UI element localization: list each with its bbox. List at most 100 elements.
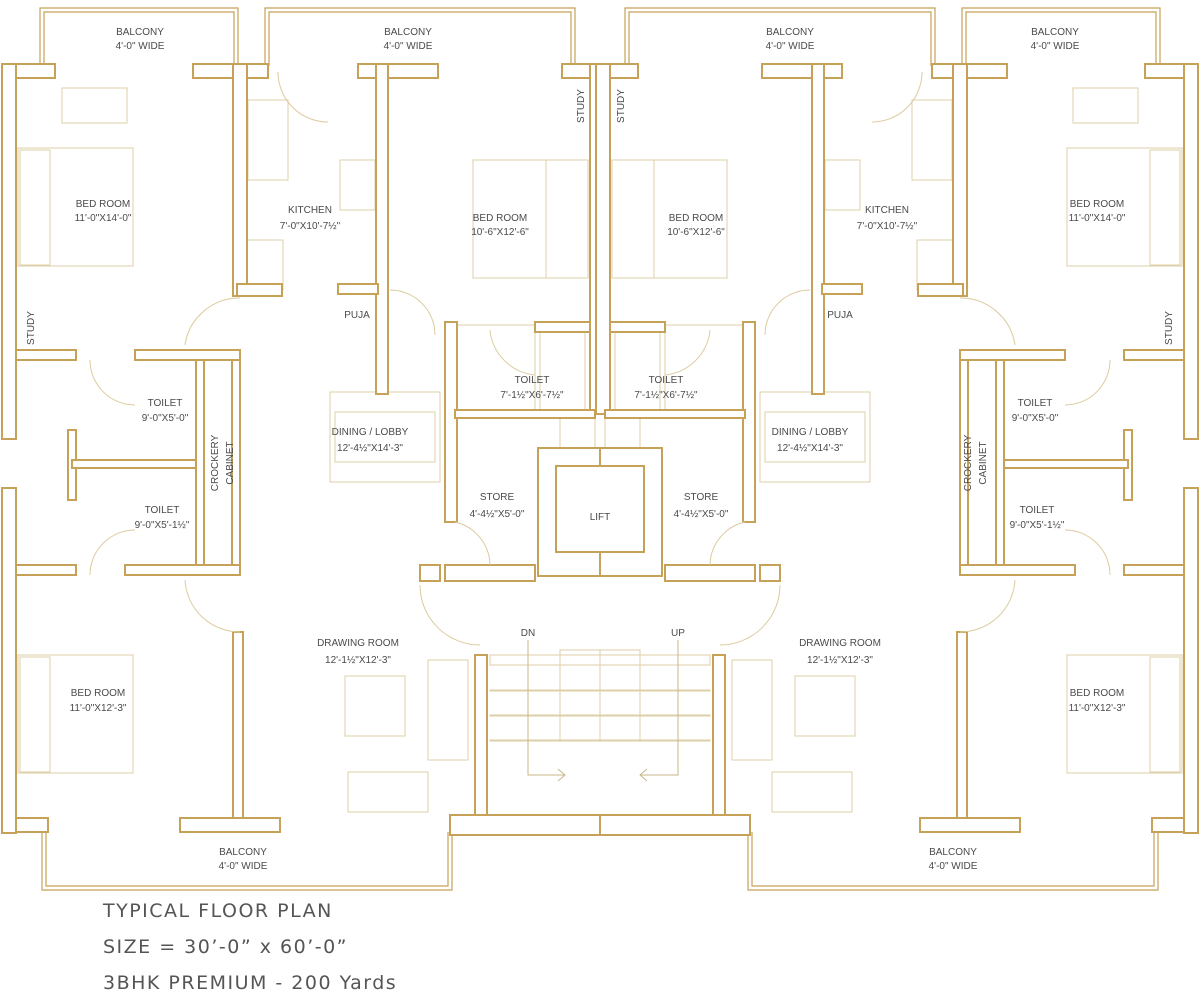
door-swing xyxy=(709,521,746,566)
furniture-item xyxy=(334,411,436,463)
door-swing xyxy=(184,297,241,346)
wall xyxy=(664,564,756,582)
wall xyxy=(192,63,269,79)
stairs-up-label: UP xyxy=(671,628,685,639)
crockery-label: CROCKERY xyxy=(210,434,221,491)
dining-size: 12'-4½"X14'-3" xyxy=(777,443,843,454)
wall xyxy=(179,817,281,833)
furniture-item xyxy=(911,99,953,181)
bedroom-size: 11'-0"X14'-0" xyxy=(1069,213,1126,224)
floor-plan: BALCONY 4'-0" WIDE BALCONY 4'-0" WIDE BA… xyxy=(1,7,1199,891)
furniture-item xyxy=(559,417,596,449)
furniture-item xyxy=(599,714,711,717)
furniture-item xyxy=(545,159,589,279)
furniture-item xyxy=(764,411,866,463)
furniture-item xyxy=(599,654,711,666)
wall xyxy=(15,564,77,576)
plan-title: TYPICAL FLOOR PLAN xyxy=(103,900,333,922)
drawing-room-label: DRAWING ROOM xyxy=(799,638,881,649)
furniture-item xyxy=(1149,656,1181,773)
walls xyxy=(1,63,1199,836)
wall xyxy=(821,283,863,295)
furniture-item xyxy=(489,654,601,666)
balcony-label: BALCONY xyxy=(116,27,164,38)
balcony-label: BALCONY xyxy=(1031,27,1079,38)
kitchen-label: KITCHEN xyxy=(288,205,332,216)
furniture-item xyxy=(19,149,51,266)
furniture-item xyxy=(489,714,601,717)
furniture-item xyxy=(731,659,773,761)
wall xyxy=(1123,349,1185,361)
furniture-item xyxy=(19,656,51,773)
bedroom-label: BED ROOM xyxy=(669,213,723,224)
stairs-up-arrow xyxy=(639,640,679,782)
kitchen-label: KITCHEN xyxy=(865,205,909,216)
door-swing xyxy=(664,329,711,376)
wall xyxy=(811,63,825,395)
furniture-item xyxy=(344,675,406,737)
door-swings xyxy=(89,71,1111,782)
furniture-item xyxy=(347,771,429,813)
balcony-size: 4'-0" WIDE xyxy=(766,41,815,52)
wall xyxy=(232,631,244,831)
toilet-size: 7'-1½"X6'-7½" xyxy=(500,390,564,401)
wall xyxy=(604,409,746,419)
wall xyxy=(761,63,843,79)
wall xyxy=(449,814,601,836)
study-label: STUDY xyxy=(576,89,587,123)
wall xyxy=(474,654,488,816)
door-swing xyxy=(489,329,536,376)
wall xyxy=(195,359,205,576)
door-swing xyxy=(719,584,781,646)
wall xyxy=(444,321,458,523)
wall xyxy=(71,459,197,469)
wall xyxy=(534,321,591,333)
furniture-item xyxy=(247,99,289,181)
door-swing xyxy=(959,297,1016,346)
door-swing xyxy=(89,529,136,576)
furniture-item xyxy=(61,87,128,124)
door-swing xyxy=(764,289,811,336)
wall xyxy=(917,283,964,297)
wall xyxy=(931,63,1008,79)
crockery-label: CROCKERY xyxy=(963,434,974,491)
wall xyxy=(1183,487,1199,834)
bedroom-label: BED ROOM xyxy=(76,199,130,210)
wall xyxy=(1003,459,1129,469)
wall xyxy=(995,359,1005,576)
balcony-size: 4'-0" WIDE xyxy=(116,41,165,52)
bedroom-label: BED ROOM xyxy=(71,688,125,699)
toilet-label: TOILET xyxy=(1020,505,1055,516)
furniture-item xyxy=(559,649,601,741)
wall xyxy=(357,63,439,79)
kitchen-size: 7'-0"X10'-7½" xyxy=(857,221,918,232)
wall xyxy=(759,564,781,582)
balcony-size: 4'-0" WIDE xyxy=(219,861,268,872)
bedroom-size: 11'-0"X12'-3" xyxy=(1069,703,1126,714)
door-swing xyxy=(454,521,491,566)
plan-size: SIZE = 30’-0” x 60’-0” xyxy=(103,936,349,958)
store-size: 4'-4½"X5'-0" xyxy=(470,509,525,520)
store-label: STORE xyxy=(480,492,515,503)
door-swing xyxy=(419,584,481,646)
furniture-item xyxy=(1066,654,1183,774)
furniture xyxy=(17,87,1183,813)
lift-car xyxy=(555,465,645,553)
wall xyxy=(956,631,968,831)
bedroom-size: 10'-6"X12'-6" xyxy=(471,227,529,238)
wall xyxy=(419,564,441,582)
balcony-label: BALCONY xyxy=(384,27,432,38)
balcony-label: BALCONY xyxy=(929,847,977,858)
toilet-size: 9'-0"X5'-0" xyxy=(1012,413,1059,424)
door-swing xyxy=(184,579,241,633)
wall xyxy=(952,63,968,297)
wall xyxy=(124,564,241,576)
furniture-item xyxy=(489,689,601,692)
lift-label: LIFT xyxy=(590,512,611,523)
wall xyxy=(454,409,596,419)
cabinet-label: CABINET xyxy=(978,441,989,484)
balcony-outlines xyxy=(39,7,1161,891)
balcony-label: BALCONY xyxy=(219,847,267,858)
toilet-size: 9'-0"X5'-1½" xyxy=(1010,520,1065,531)
toilet-label: TOILET xyxy=(649,375,684,386)
